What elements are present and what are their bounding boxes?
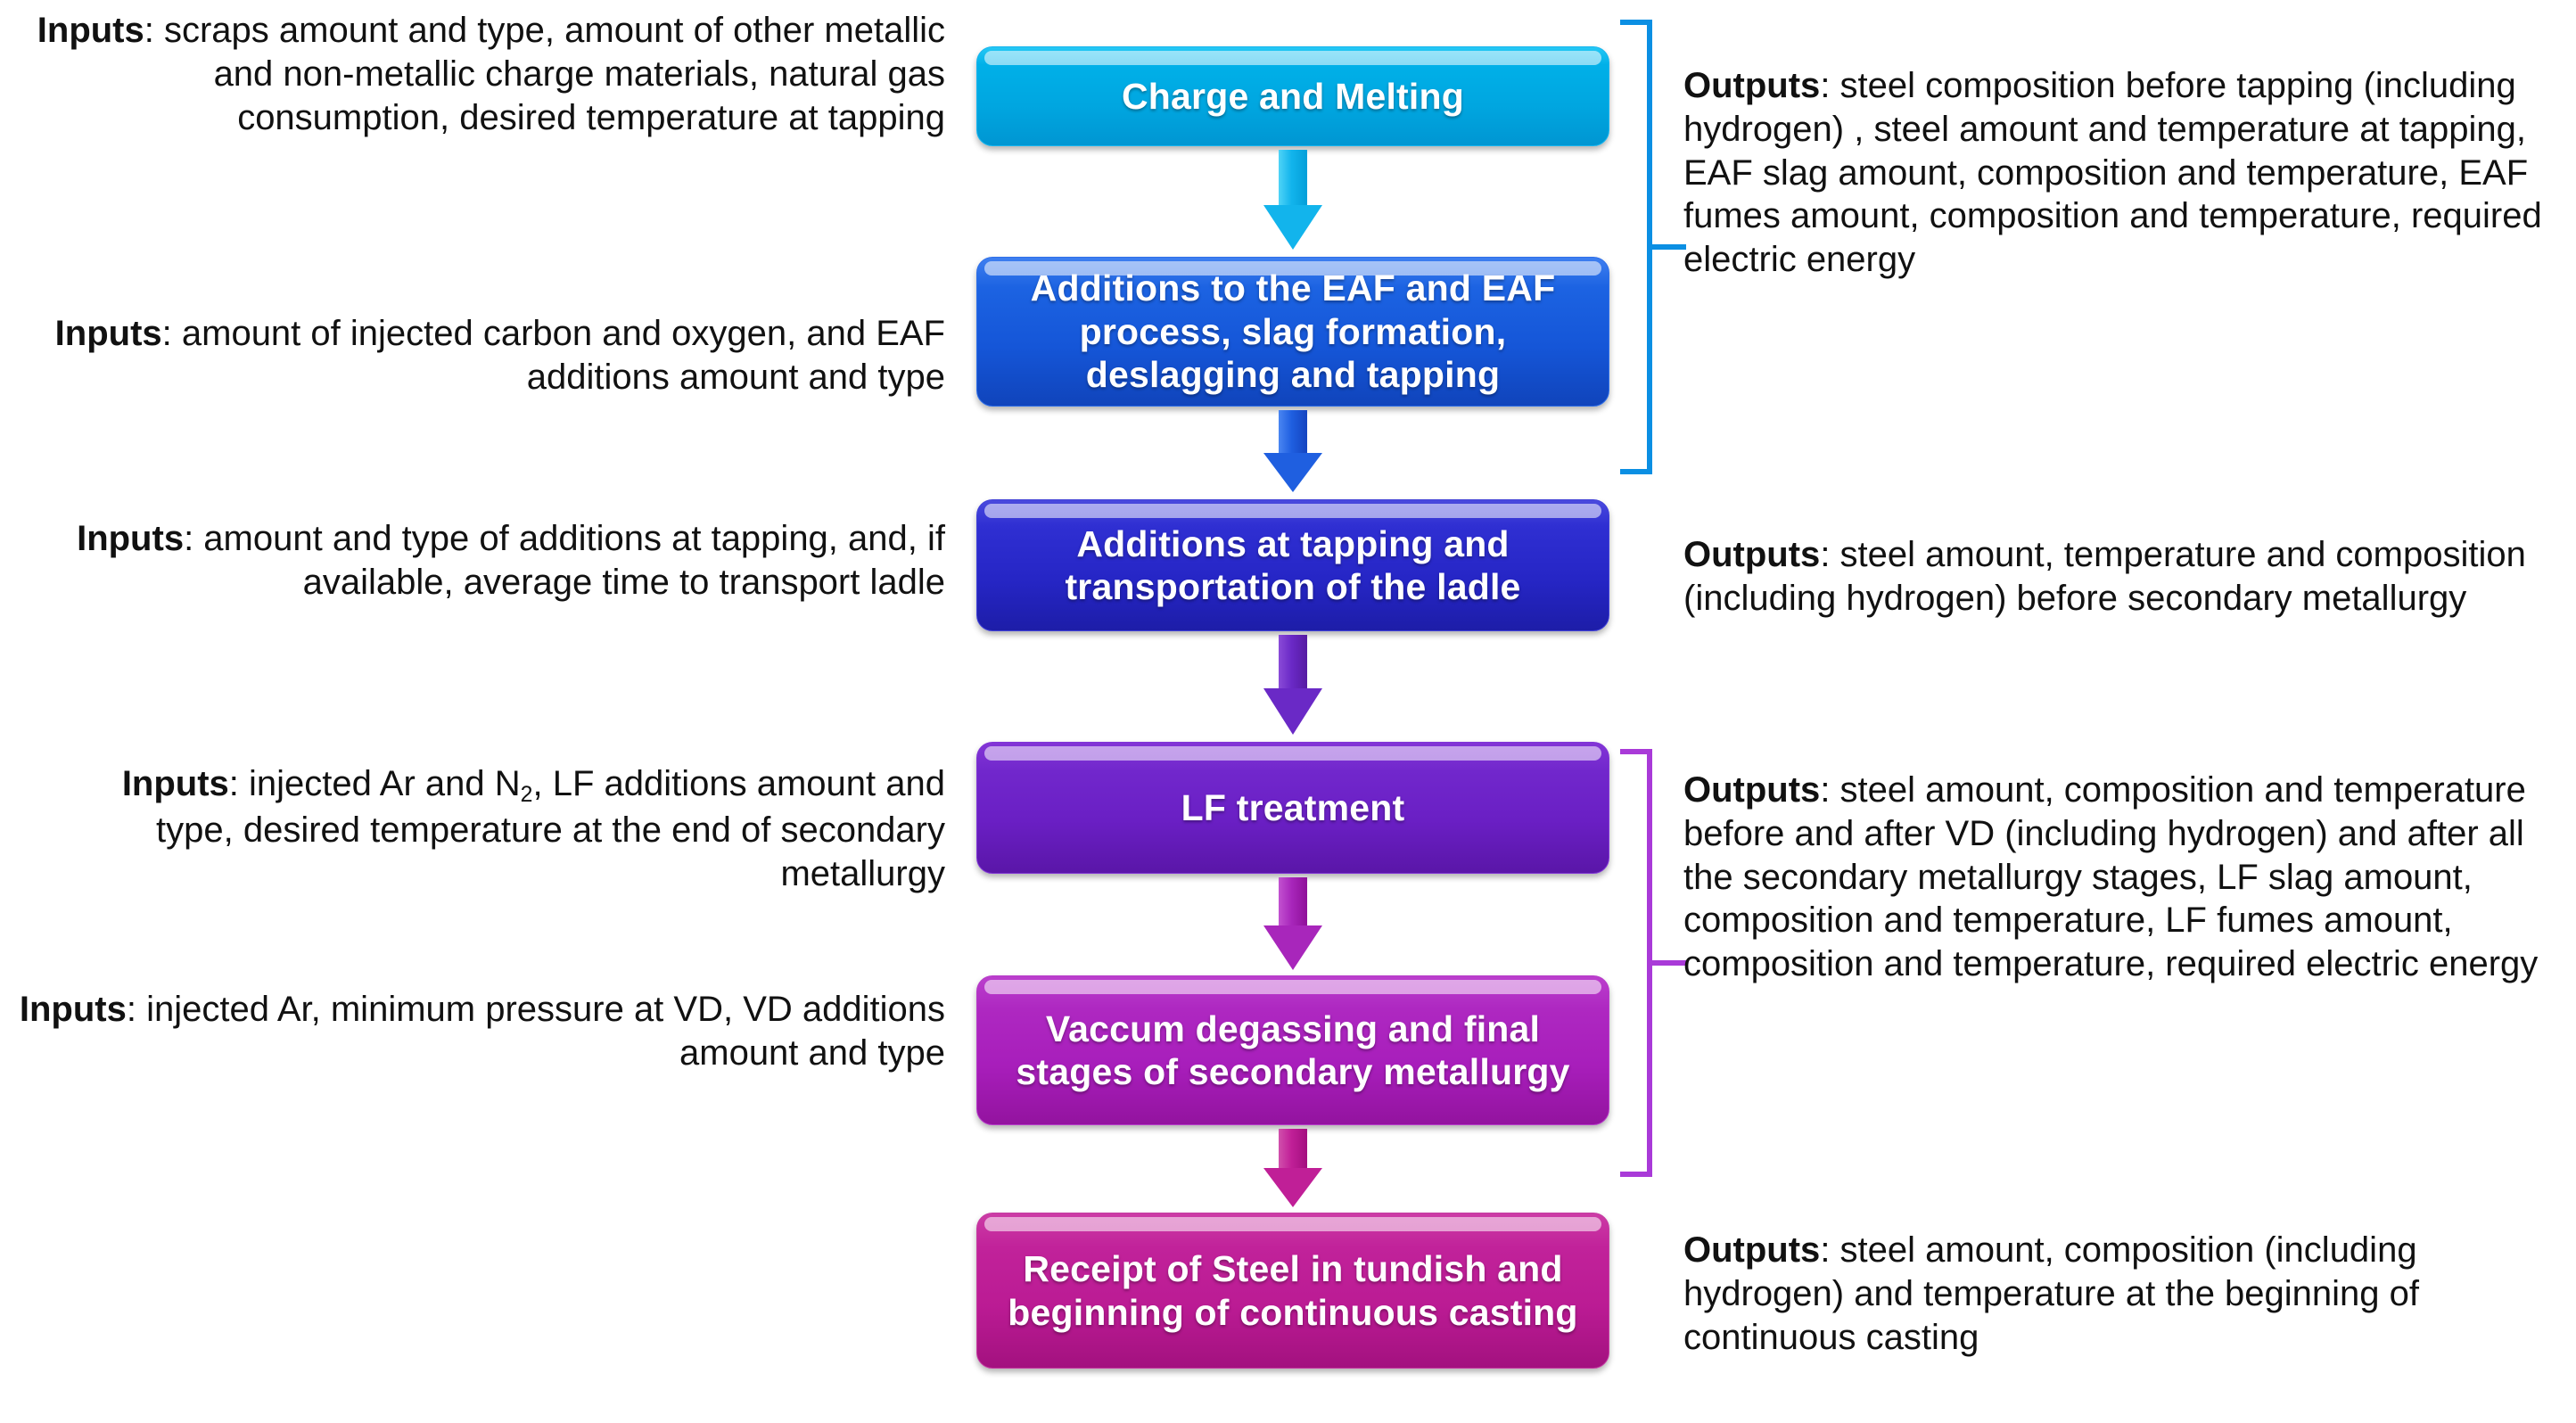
outputs-label: Outputs xyxy=(1683,1230,1821,1270)
inputs-body: amount of injected carbon and oxygen, an… xyxy=(181,314,945,397)
arrow-down-icon-3 xyxy=(1263,635,1322,735)
arrow-head xyxy=(1263,688,1322,735)
bracket-top-arm xyxy=(1620,20,1652,25)
stage-label: Charge and Melting xyxy=(1121,75,1464,117)
arrow-down-icon-4 xyxy=(1263,877,1322,970)
arrow-shaft xyxy=(1279,410,1307,453)
outputs-body: steel composition before tapping (includ… xyxy=(1683,66,2542,280)
arrow-head xyxy=(1263,1168,1322,1207)
outputs-secondary-metallurgy-block: Outputs: steel amount, composition and t… xyxy=(1683,769,2575,986)
bracket-spine xyxy=(1647,20,1652,474)
outputs-separator: : xyxy=(1820,1230,1840,1270)
bracket-stem xyxy=(1650,244,1686,250)
inputs-separator: : xyxy=(228,764,250,803)
stage-box-charge-and-melting[interactable]: Charge and Melting xyxy=(976,46,1609,146)
inputs-separator: : xyxy=(161,314,182,353)
stage-box-lf-treatment[interactable]: LF treatment xyxy=(976,742,1609,874)
arrow-head xyxy=(1263,925,1322,970)
inputs-label: Inputs xyxy=(121,764,229,803)
inputs-body: scraps amount and type, amount of other … xyxy=(163,11,945,137)
outputs-separator: : xyxy=(1820,535,1840,574)
arrow-down-icon-2 xyxy=(1263,410,1322,492)
box-glare xyxy=(984,504,1601,518)
stage-label: Additions at tapping and transportation … xyxy=(1065,522,1521,607)
arrow-head xyxy=(1263,453,1322,492)
inputs-body-pre: injected Ar and N xyxy=(249,764,521,803)
inputs-eaf-block: Inputs: amount of injected carbon and ox… xyxy=(0,312,945,399)
box-glare xyxy=(984,746,1601,761)
outputs-label: Outputs xyxy=(1683,66,1821,105)
outputs-separator: : xyxy=(1820,770,1840,810)
subscript-2: 2 xyxy=(520,782,533,807)
inputs-tapping-block: Inputs: amount and type of additions at … xyxy=(71,517,945,605)
bracket-spine xyxy=(1647,749,1652,1177)
box-glare xyxy=(984,980,1601,994)
stage-box-tapping-transport[interactable]: Additions at tapping and transportation … xyxy=(976,499,1609,631)
arrow-shaft xyxy=(1279,877,1307,925)
inputs-body-post: , LF additions amount and type, desired … xyxy=(156,764,945,893)
box-glare xyxy=(984,51,1601,65)
box-glare xyxy=(984,1217,1601,1231)
inputs-separator: : xyxy=(184,519,204,558)
inputs-label: Inputs xyxy=(37,11,144,50)
outputs-body: steel amount, composition and temperatur… xyxy=(1683,770,2539,984)
arrow-shaft xyxy=(1279,635,1307,688)
inputs-lf-block: Inputs: injected Ar and N2, LF additions… xyxy=(71,762,945,896)
stage-label: Vaccum degassing and final stages of sec… xyxy=(1016,1008,1570,1092)
outputs-eaf-block: Outputs: steel composition before tappin… xyxy=(1683,64,2575,282)
bracket-top-arm xyxy=(1620,749,1652,754)
outputs-body: steel amount, temperature and compositio… xyxy=(1683,535,2526,618)
inputs-body: amount and type of additions at tapping,… xyxy=(203,519,945,602)
inputs-charge-melting-block: Inputs: scraps amount and type, amount o… xyxy=(36,9,945,139)
inputs-label: Inputs xyxy=(77,519,185,558)
outputs-label: Outputs xyxy=(1683,770,1821,810)
outputs-body: steel amount, composition (including hyd… xyxy=(1683,1230,2420,1357)
outputs-label: Outputs xyxy=(1683,535,1821,574)
arrow-down-icon-5 xyxy=(1263,1129,1322,1207)
stage-label: Additions to the EAF and EAF process, sl… xyxy=(1030,267,1556,396)
inputs-label: Inputs xyxy=(19,990,127,1029)
inputs-separator: : xyxy=(144,11,164,50)
stage-box-tundish-casting[interactable]: Receipt of Steel in tundish and beginnin… xyxy=(976,1213,1609,1369)
bracket-bottom-arm xyxy=(1620,1172,1652,1177)
arrow-shaft xyxy=(1279,150,1307,205)
stage-label: LF treatment xyxy=(1181,786,1405,828)
bracket-bottom-arm xyxy=(1620,469,1652,474)
inputs-label: Inputs xyxy=(54,314,162,353)
stage-label: Receipt of Steel in tundish and beginnin… xyxy=(1008,1248,1578,1333)
inputs-body: injected Ar, minimum pressure at VD, VD … xyxy=(146,990,945,1073)
arrow-down-icon-1 xyxy=(1263,150,1322,250)
inputs-separator: : xyxy=(126,990,147,1029)
arrow-shaft xyxy=(1279,1129,1307,1168)
outputs-separator: : xyxy=(1820,66,1840,105)
stage-box-eaf-additions[interactable]: Additions to the EAF and EAF process, sl… xyxy=(976,257,1609,407)
outputs-casting-block: Outputs: steel amount, composition (incl… xyxy=(1683,1229,2575,1359)
bracket-stem xyxy=(1650,960,1686,966)
arrow-head xyxy=(1263,205,1322,250)
outputs-tapping-block: Outputs: steel amount, temperature and c… xyxy=(1683,533,2575,621)
stage-box-vacuum-degassing[interactable]: Vaccum degassing and final stages of sec… xyxy=(976,975,1609,1125)
inputs-vd-block: Inputs: injected Ar, minimum pressure at… xyxy=(18,988,945,1075)
